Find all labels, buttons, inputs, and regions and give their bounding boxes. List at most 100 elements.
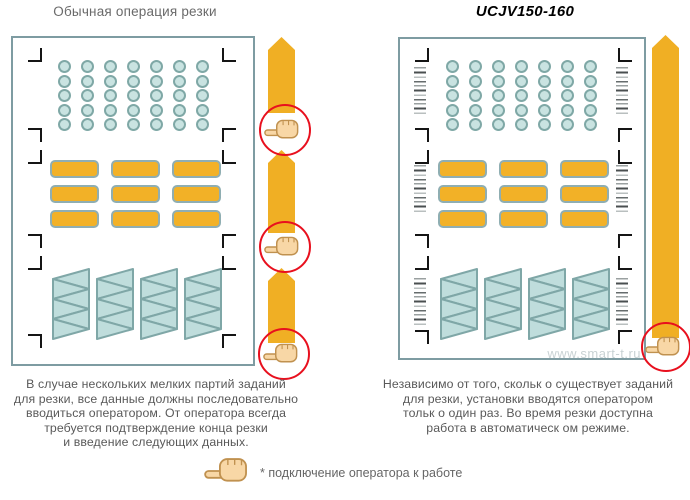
operator-hand <box>645 335 685 359</box>
printed-circle-label <box>584 118 597 131</box>
printed-circle-label <box>492 118 505 131</box>
printed-circle-label <box>173 118 186 131</box>
job-rect-labels <box>438 160 609 228</box>
printed-circle-label <box>515 89 528 102</box>
registration-mark <box>618 256 632 270</box>
printed-rect-label <box>560 185 609 203</box>
printed-circle-label <box>58 60 71 73</box>
barcode-mark <box>616 278 628 325</box>
registration-mark <box>28 150 42 164</box>
printed-circle-label <box>196 74 209 88</box>
operator-touchpoint-circle <box>258 328 310 380</box>
printed-circle-label <box>150 103 163 117</box>
left-media-sheet <box>11 36 255 366</box>
printed-rect-label <box>50 185 99 203</box>
printed-circle-label <box>492 89 505 102</box>
printed-circle-label <box>538 118 551 131</box>
printed-rect-label <box>560 210 609 228</box>
printed-rect-label <box>50 160 99 178</box>
printed-circle-label <box>127 74 140 88</box>
registration-mark <box>618 330 632 344</box>
right-media-sheet: www.smart-t.ru <box>398 37 646 361</box>
left-description: В случае нескольких мелких партий задани… <box>13 377 299 450</box>
barcode-mark <box>616 165 628 213</box>
printed-circle-label <box>104 60 117 73</box>
printed-circle-label <box>104 74 117 88</box>
printed-rect-label <box>438 185 487 203</box>
printed-circle-label <box>127 118 140 131</box>
printed-circle-label <box>58 118 71 131</box>
printed-rect-label <box>172 210 221 228</box>
printed-rect-label <box>172 185 221 203</box>
pointing-hand-icon <box>204 458 247 482</box>
printed-rect-label <box>499 160 548 178</box>
printed-rect-label <box>499 210 548 228</box>
registration-mark <box>28 48 42 62</box>
printed-circle-label <box>446 74 459 88</box>
printed-circle-label <box>81 118 94 131</box>
registration-mark <box>28 256 42 270</box>
printed-rect-label <box>172 160 221 178</box>
registration-mark <box>415 234 429 248</box>
printed-circle-label <box>515 103 528 117</box>
printed-circle-label <box>173 74 186 88</box>
media-feed-arrow-segment <box>268 150 295 233</box>
job-circle-labels <box>58 60 209 131</box>
printed-circle-label <box>469 118 482 131</box>
printed-circle-label <box>538 60 551 73</box>
registration-mark <box>415 256 429 270</box>
printed-circle-label <box>446 103 459 117</box>
printed-rect-label <box>560 160 609 178</box>
printed-rect-label <box>111 210 160 228</box>
registration-mark <box>415 150 429 164</box>
media-feed-arrow-segment <box>268 37 295 113</box>
printed-circle-label <box>196 118 209 131</box>
operator-hand <box>264 235 304 259</box>
registration-mark <box>222 128 236 142</box>
printed-circle-label <box>446 89 459 102</box>
printed-circle-label <box>584 60 597 73</box>
printed-rect-label <box>111 160 160 178</box>
media-feed-arrow-continuous <box>652 35 679 338</box>
pointing-hand-icon <box>264 119 299 139</box>
printed-circle-label <box>81 89 94 102</box>
printed-circle-label <box>515 74 528 88</box>
printed-circle-label <box>196 103 209 117</box>
operator-hand <box>264 118 304 142</box>
registration-mark <box>28 234 42 248</box>
legend-hand-icon <box>204 456 254 486</box>
printed-circle-label <box>561 60 574 73</box>
printed-circle-label <box>58 74 71 88</box>
printed-triangle-strip <box>140 268 178 340</box>
barcode-mark <box>414 67 426 115</box>
printed-circle-label <box>561 89 574 102</box>
registration-mark <box>618 234 632 248</box>
right-section-title: UCJV150-160 <box>475 3 575 20</box>
printed-circle-label <box>196 60 209 73</box>
printed-circle-label <box>150 74 163 88</box>
printed-triangle-strip <box>184 268 222 340</box>
printed-circle-label <box>584 103 597 117</box>
printed-circle-label <box>173 60 186 73</box>
registration-mark <box>222 234 236 248</box>
job-circle-labels <box>446 60 597 131</box>
printed-triangle-strip <box>572 268 610 340</box>
printed-circle-label <box>469 74 482 88</box>
printed-circle-label <box>446 60 459 73</box>
registration-mark <box>222 48 236 62</box>
printed-triangle-strip <box>52 268 90 340</box>
printed-triangle-strip <box>440 268 478 340</box>
watermark: www.smart-t.ru <box>547 346 641 361</box>
registration-mark <box>222 334 236 348</box>
pointing-hand-icon <box>645 336 680 356</box>
registration-mark <box>222 256 236 270</box>
printed-circle-label <box>515 60 528 73</box>
printed-rect-label <box>50 210 99 228</box>
registration-mark <box>618 150 632 164</box>
printed-triangle-strip <box>484 268 522 340</box>
barcode-mark <box>414 278 426 325</box>
operator-touchpoint-circle <box>259 104 311 156</box>
job-triangle-labels <box>440 268 610 340</box>
operator-touchpoint-circle <box>259 221 311 273</box>
